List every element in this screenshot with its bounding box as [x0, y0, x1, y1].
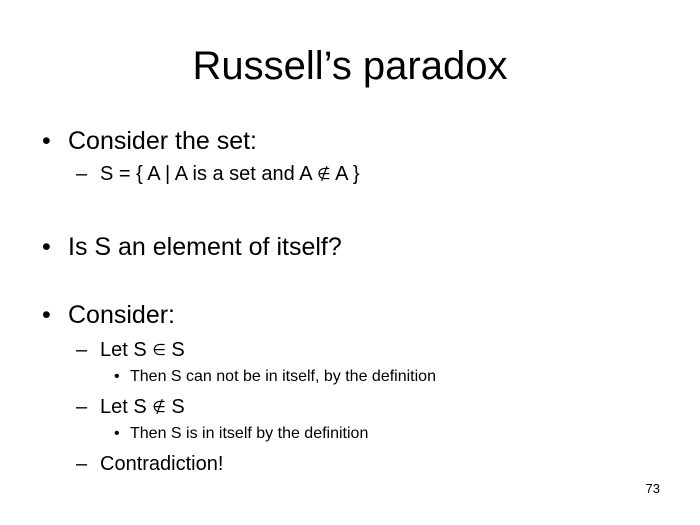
sub-bullet-let-s-not-in-s: Let S ∉ S	[100, 395, 185, 419]
set-definition-text-start: S = { A | A is a set and A	[100, 163, 318, 185]
page-number: 73	[645, 481, 660, 496]
element-of-symbol: ∈	[152, 341, 166, 359]
dash-marker: –	[76, 339, 88, 361]
set-definition-text-end: A }	[330, 163, 360, 185]
bullet-marker: •	[42, 127, 51, 155]
let-s-in-s-text-end: S	[165, 339, 185, 361]
sub-sub-bullet-not-in-itself: Then S can not be in itself, by the defi…	[130, 368, 436, 385]
sub-sub-bullet-in-itself: Then S is in itself by the definition	[130, 425, 369, 442]
sub-bullet-set-definition: S = { A | A is a set and A ∉ A }	[100, 162, 360, 186]
not-element-of-symbol: ∉	[317, 165, 331, 183]
let-s-not-in-s-text-end: S	[165, 396, 185, 418]
let-s-not-in-s-text-start: Let S	[100, 396, 153, 418]
sub-bullet-contradiction: Contradiction!	[100, 453, 224, 475]
sub-bullet-marker: •	[114, 368, 120, 385]
bullet-consider: Consider:	[68, 301, 175, 329]
not-element-of-symbol: ∉	[152, 398, 166, 416]
dash-marker: –	[76, 163, 88, 185]
dash-marker: –	[76, 396, 88, 418]
let-s-in-s-text-start: Let S	[100, 339, 153, 361]
dash-marker: –	[76, 453, 88, 475]
sub-bullet-let-s-in-s: Let S ∈ S	[100, 338, 185, 362]
slide-title: Russell’s paradox	[192, 44, 508, 88]
bullet-is-s-element-of-itself: Is S an element of itself?	[68, 233, 342, 261]
bullet-marker: •	[42, 301, 51, 329]
bullet-marker: •	[42, 233, 51, 261]
bullet-consider-the-set: Consider the set:	[68, 127, 257, 155]
sub-bullet-marker: •	[114, 425, 120, 442]
